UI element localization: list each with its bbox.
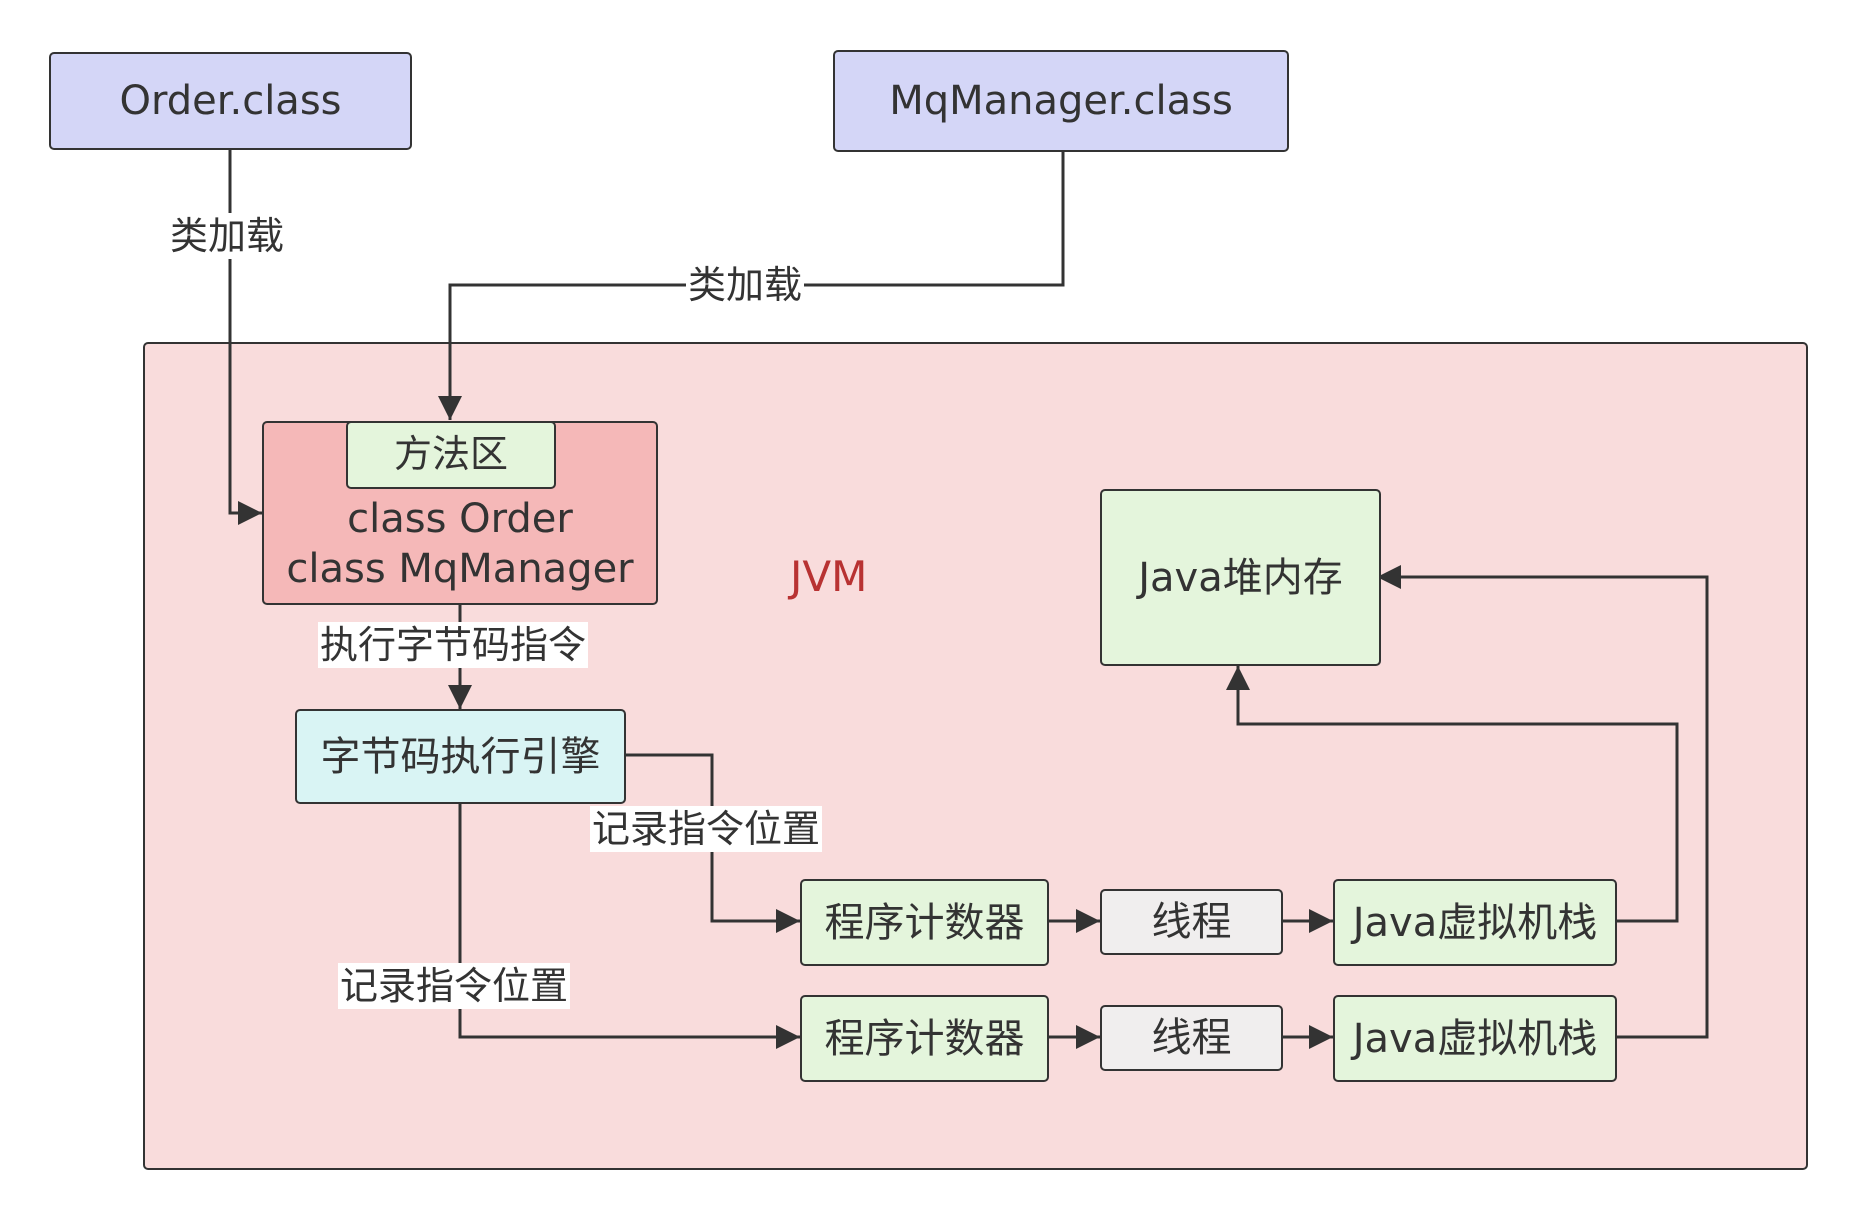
edge-engine-to-counter-2 bbox=[458, 804, 800, 1049]
java-vm-stack-node-2[interactable]: Java虚拟机栈 bbox=[1333, 995, 1617, 1082]
edge-order-to-method-area bbox=[228, 150, 262, 525]
mqmanager-class-node[interactable]: MqManager.class bbox=[833, 50, 1289, 152]
java-vm-stack-label-1: Java虚拟机栈 bbox=[1352, 899, 1598, 946]
bytecode-execution-engine-label: 字节码执行引擎 bbox=[320, 733, 601, 780]
java-vm-stack-label-2: Java虚拟机栈 bbox=[1352, 1015, 1598, 1062]
thread-node-2[interactable]: 线程 bbox=[1100, 1005, 1283, 1071]
order-class-node[interactable]: Order.class bbox=[49, 52, 412, 150]
edge-stack-2-to-heap bbox=[1377, 565, 1709, 1039]
program-counter-label-1: 程序计数器 bbox=[824, 899, 1025, 946]
method-area-title-node[interactable]: 方法区 bbox=[346, 421, 556, 489]
java-heap-node[interactable]: Java堆内存 bbox=[1100, 489, 1381, 666]
java-vm-stack-node-1[interactable]: Java虚拟机栈 bbox=[1333, 879, 1617, 966]
method-area-class-mqmanager: class MqManager bbox=[286, 546, 634, 592]
class-loading-label-order: 类加载 bbox=[168, 213, 287, 259]
order-class-label: Order.class bbox=[119, 78, 342, 124]
bytecode-execution-engine-node[interactable]: 字节码执行引擎 bbox=[295, 709, 626, 804]
method-area-class-order: class Order bbox=[347, 496, 573, 542]
program-counter-label-2: 程序计数器 bbox=[824, 1015, 1025, 1062]
record-position-label-2: 记录指令位置 bbox=[338, 963, 571, 1009]
record-position-label-1: 记录指令位置 bbox=[590, 806, 823, 852]
method-area-title: 方法区 bbox=[393, 432, 508, 477]
program-counter-node-2[interactable]: 程序计数器 bbox=[800, 995, 1049, 1082]
class-loading-label-mqmanager: 类加载 bbox=[686, 262, 805, 308]
mqmanager-class-label: MqManager.class bbox=[889, 78, 1233, 124]
execute-bytecode-label: 执行字节码指令 bbox=[318, 622, 589, 668]
thread-label-2: 线程 bbox=[1151, 1015, 1232, 1061]
program-counter-node-1[interactable]: 程序计数器 bbox=[800, 879, 1049, 966]
jvm-label: JVM bbox=[790, 552, 868, 601]
edge-stack-1-to-heap bbox=[1226, 666, 1679, 923]
thread-label-1: 线程 bbox=[1151, 899, 1232, 945]
java-heap-label: Java堆内存 bbox=[1138, 554, 1343, 601]
thread-node-1[interactable]: 线程 bbox=[1100, 889, 1283, 955]
